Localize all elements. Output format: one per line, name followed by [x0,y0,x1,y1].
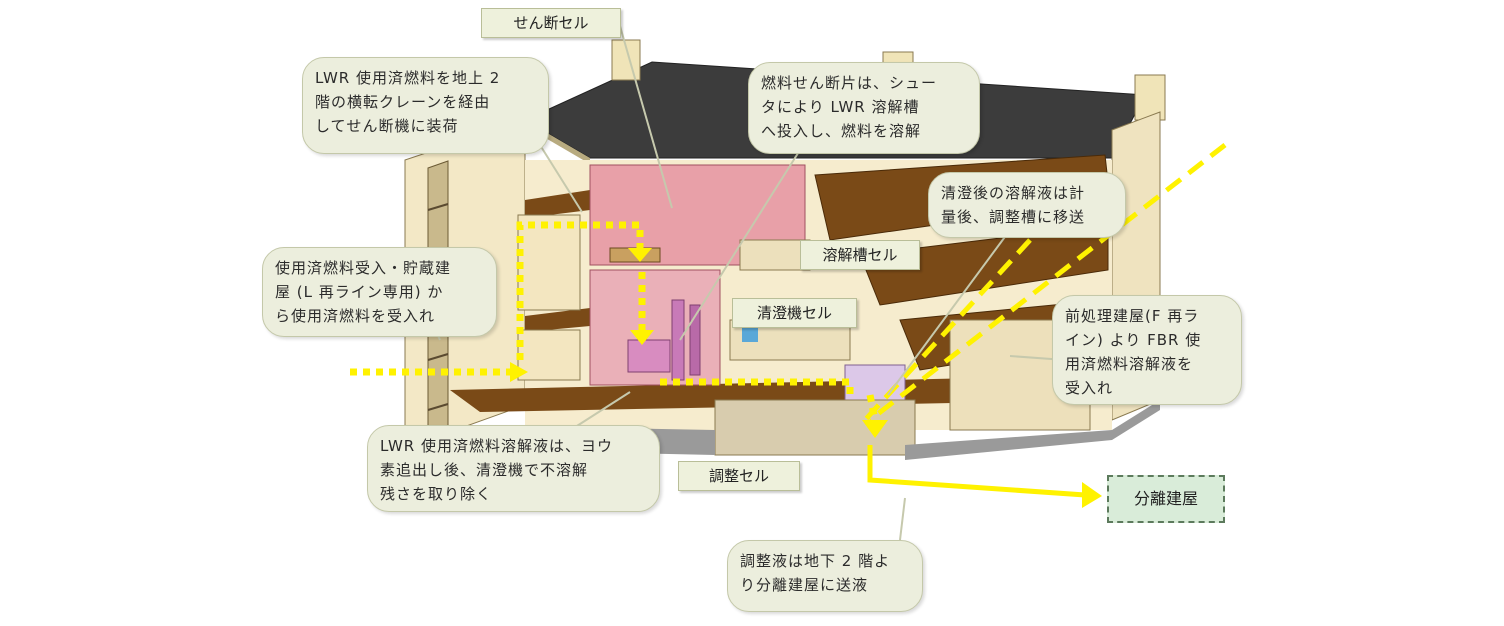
transfer-line [867,445,1086,498]
callout-pretreatment: 前処理建屋(F 再ラ イン) より FBR 使 用済燃料溶解液を 受入れ [1052,295,1242,405]
foundation-right [905,400,1160,460]
callout-line: してせん断機に装荷 [315,117,459,135]
callout-line: 受入れ [1065,379,1114,397]
callout-line: ら使用済燃料を受入れ [275,307,436,325]
flow-arrowhead-4 [862,420,888,438]
flow-arrowhead-2 [628,248,652,262]
callout-line: 使用済燃料受入・貯蔵建 [275,259,452,277]
floor-left-mid [525,308,590,332]
callout-adjusted: 調整液は地下 2 階よ り分離建屋に送液 [727,540,923,612]
callout-line: り分離建屋に送液 [740,576,869,594]
callout-line: 前処理建屋(F 再ラ [1065,307,1200,325]
callout-line: LWR 使用済燃料溶解液は、ヨウ [380,437,614,455]
callout-line: 調整液は地下 2 階よ [740,552,891,570]
separation-building-box: 分離建屋 [1107,475,1225,523]
adjust-cell-label: 調整セル [678,461,800,491]
callout-lwr-crane: LWR 使用済燃料を地上 2 階の横転クレーンを経由 してせん断機に装荷 [302,57,549,154]
floor-bottom [450,375,1112,412]
transfer-arrowhead [1082,482,1102,508]
dissolver-cell-label: 溶解槽セル [800,240,920,270]
flow-arrowhead-1 [510,362,528,382]
roof-vent-1 [611,39,641,81]
callout-receiving: 使用済燃料受入・貯蔵建 屋 (L 再ライン専用) か ら使用済燃料を受入れ [262,247,497,337]
dissolver-cell-room [739,239,811,271]
storage-block-upper [517,214,581,311]
callout-line: 燃料せん断片は、シュー [761,74,938,92]
callout-line: 量後、調整槽に移送 [941,208,1086,226]
callout-line: LWR 使用済燃料を地上 2 [315,69,501,87]
clarifier-unit [742,328,758,342]
callout-line: イン) より FBR 使 [1065,331,1202,349]
fbr-line-upper [868,143,1227,422]
callout-line: 残さを取り除く [380,485,493,503]
flow-arrowhead-3 [630,330,654,345]
callout-line: 素追出し後、清澄機で不溶解 [380,461,589,479]
callout-line: 屋 (L 再ライン専用) か [275,283,444,301]
dissolver-column-2 [689,304,701,376]
shear-cell-label: せん断セル [481,8,621,38]
dissolver-vessel [627,339,671,373]
fuel-flow-path [350,221,879,421]
callout-clarified: 清澄後の溶解液は計 量後、調整槽に移送 [928,172,1126,238]
callout-line: 用済燃料溶解液を [1065,355,1194,373]
callout-line: へ投入し、燃料を溶解 [761,122,922,140]
callout-chute: 燃料せん断片は、シュー タにより LWR 溶解槽 へ投入し、燃料を溶解 [748,62,980,154]
callout-lwr-solution: LWR 使用済燃料溶解液は、ヨウ 素追出し後、清澄機で不溶解 残さを取り除く [367,425,660,512]
storage-block-lower [517,329,581,381]
dissolver-column-1 [671,299,685,381]
callout-line: タにより LWR 溶解槽 [761,98,920,116]
callout-line: 清澄後の溶解液は計 [941,184,1086,202]
callout-line: 階の横転クレーンを経由 [315,93,491,111]
clarifier-cell-label: 清澄機セル [732,298,857,328]
